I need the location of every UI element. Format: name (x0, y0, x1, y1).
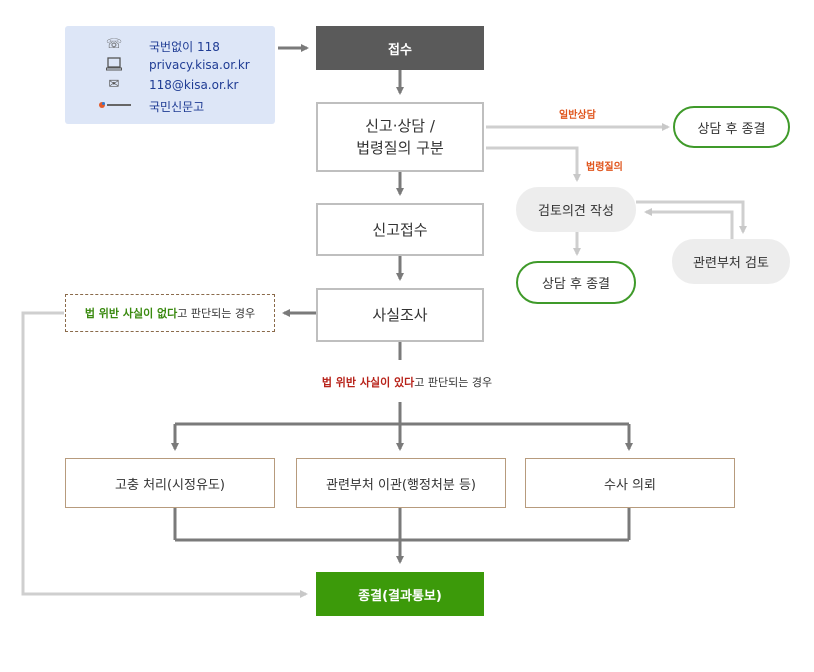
no-violation-box: 법 위반 사실이 없다고 판단되는 경우 (65, 294, 275, 332)
computer-icon (103, 57, 125, 75)
contact-web-text[interactable]: privacy.kisa.or.kr (149, 58, 250, 72)
general-consult-label: 일반상담 (559, 110, 596, 121)
contact-sinmungo-text[interactable]: 국민신문고 (149, 100, 205, 114)
legal-inquiry-label: 법령질의 (586, 162, 623, 173)
review-opinion-box: 검토의견 작성 (516, 187, 636, 232)
contact-row-phone: ☏ 국번없이 118 (65, 36, 275, 56)
consult-end-bottom-box: 상담 후 종결 (516, 261, 636, 304)
review-opinion-label: 검토의견 작성 (538, 204, 614, 219)
reception-box: 접수 (316, 26, 484, 70)
investigation-request-label: 수사 의뢰 (604, 477, 656, 493)
violation-highlight: 법 위반 사실이 있다 (321, 376, 415, 389)
arrow-dept-to-review (644, 208, 734, 240)
arrow-review-to-dept (636, 200, 747, 234)
consult-end-bottom-label: 상담 후 종결 (541, 277, 611, 292)
no-violation-text: 법 위반 사실이 없다고 판단되는 경우 (85, 305, 255, 321)
contact-channels-box: ☏ 국번없이 118 privacy.kisa.or.kr ✉ 118@kisa… (65, 26, 275, 124)
contact-phone-text: 국번없이 118 (149, 40, 220, 54)
investigation-label: 사실조사 (372, 306, 428, 324)
arrow-no-violation-to-final (21, 311, 308, 598)
final-label: 종결(결과통보) (358, 588, 442, 604)
transfer-label: 관련부처 이관(행정처분 등) (326, 477, 476, 493)
final-box: 종결(결과통보) (316, 572, 484, 616)
classify-line2: 법령질의 구분 (356, 139, 444, 157)
classify-box: 신고·상담 / 법령질의 구분 (316, 102, 484, 172)
classify-line1: 신고·상담 / (365, 117, 435, 135)
dept-review-box: 관련부처 검토 (672, 239, 790, 284)
consult-end-top-box: 상담 후 종결 (673, 106, 790, 148)
investigation-request-box: 수사 의뢰 (525, 458, 735, 508)
contact-row-web: privacy.kisa.or.kr (65, 56, 275, 76)
mail-icon: ✉ (108, 77, 120, 92)
report-reception-box: 신고접수 (316, 203, 484, 256)
violation-rest: 고 판단되는 경우 (414, 376, 493, 389)
contact-mail-text[interactable]: 118@kisa.or.kr (149, 78, 239, 92)
contact-row-mail: ✉ 118@kisa.or.kr (65, 76, 275, 96)
correction-box: 고충 처리(시정유도) (65, 458, 275, 508)
investigation-box: 사실조사 (316, 288, 484, 342)
sinmungo-logo-icon (95, 100, 135, 112)
correction-label: 고충 처리(시정유도) (115, 477, 225, 493)
reception-label: 접수 (388, 42, 412, 58)
no-violation-rest: 고 판단되는 경우 (177, 307, 256, 320)
consult-end-top-label: 상담 후 종결 (697, 121, 766, 137)
dept-review-label: 관련부처 검토 (693, 256, 769, 271)
arrow-legal-inquiry (486, 146, 581, 182)
no-violation-highlight: 법 위반 사실이 없다 (84, 307, 178, 320)
phone-icon: ☏ (105, 37, 123, 52)
transfer-box: 관련부처 이관(행정처분 등) (296, 458, 506, 508)
contact-row-sinmungo: 국민신문고 (65, 96, 275, 116)
violation-note: 법 위반 사실이 있다고 판단되는 경우 (0, 374, 814, 390)
report-reception-label: 신고접수 (372, 220, 428, 239)
